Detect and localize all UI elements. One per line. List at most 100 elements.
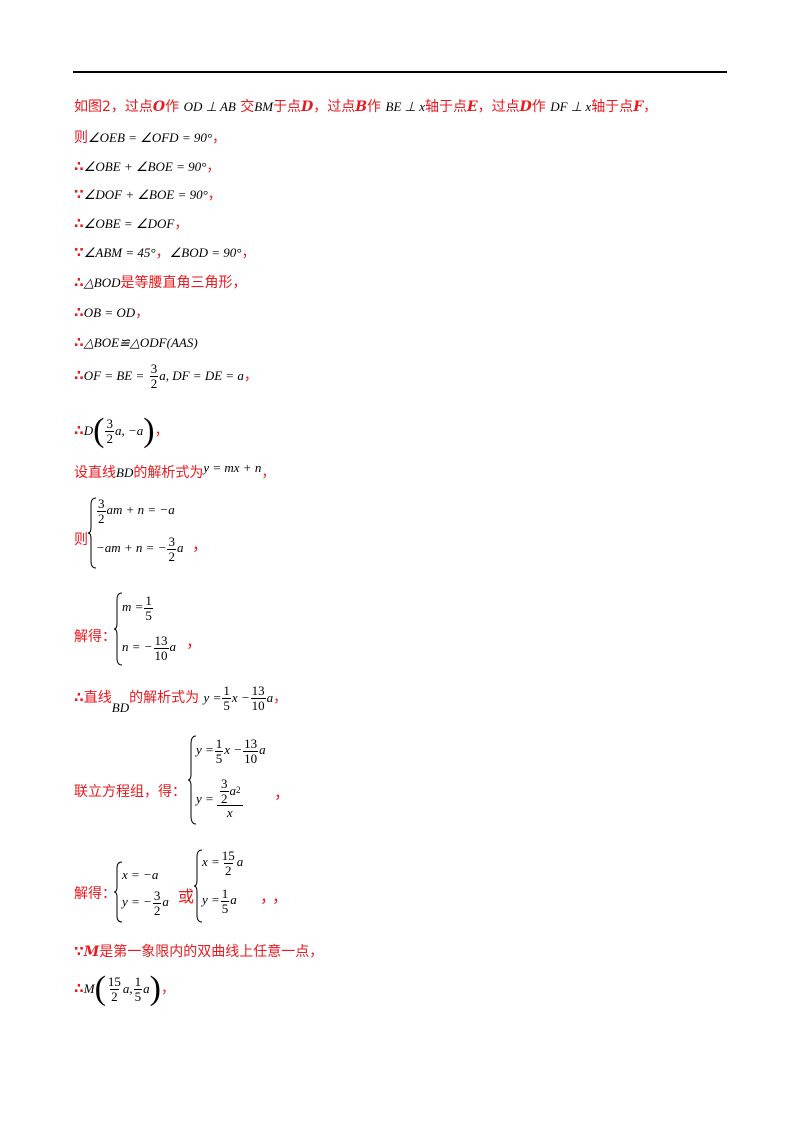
text: ， <box>243 368 258 385</box>
text: ， <box>154 423 169 439</box>
text: ，过点 <box>313 99 356 115</box>
line-5: ∴∠OBE = ∠DOF， <box>74 217 188 231</box>
text: ， <box>643 99 658 115</box>
therefore-symbol: ∴ <box>74 423 84 439</box>
math: ∠BOD = 90° <box>169 245 242 260</box>
line-4: ∵∠DOF + ∠BOE = 90°， <box>74 188 222 202</box>
therefore-symbol: ∴ <box>74 981 84 997</box>
text: ，， <box>260 887 293 906</box>
text: 轴于点 <box>424 99 467 115</box>
brace-icon <box>114 592 123 666</box>
point-o: O <box>152 99 166 115</box>
therefore-symbol: ∴ <box>74 305 84 321</box>
text: ， <box>206 159 221 175</box>
math: △BOD <box>83 275 121 290</box>
line-6: ∵∠ABM = 45°，∠BOD = 90°， <box>74 246 255 260</box>
math: BD <box>116 465 134 480</box>
header-rule <box>73 71 727 73</box>
line-7: ∴△BOD是等腰直角三角形， <box>74 276 246 290</box>
text: 或 <box>178 887 195 906</box>
math: ∠ABM = 45° <box>83 245 156 260</box>
therefore-symbol: ∴ <box>74 368 84 385</box>
line-2: 则∠OEB = ∠OFD = 90°， <box>74 131 226 145</box>
line-14: ∵M是第一象限内的双曲线上任意一点， <box>74 945 323 959</box>
line-8: ∴OB = OD， <box>74 306 149 320</box>
text: ， <box>274 783 291 802</box>
therefore-symbol: ∴ <box>74 275 84 291</box>
math: y = mx + n <box>203 460 262 475</box>
math: OF = BE = <box>83 368 145 384</box>
text: 直线 <box>83 690 112 707</box>
text: 则 <box>74 130 88 146</box>
left-paren: ( <box>93 412 105 449</box>
point-f: F <box>633 99 644 115</box>
text: 是第一象限内的双曲线上任意一点， <box>99 944 324 960</box>
text: 解得： <box>74 886 116 902</box>
math: ∠OBE = ∠DOF <box>83 216 175 231</box>
math: a <box>143 981 150 996</box>
therefore-symbol: ∴ <box>74 690 84 707</box>
text: 设直线 <box>74 465 116 481</box>
math: a, <box>122 981 133 996</box>
text: ， <box>192 535 209 554</box>
text: ， <box>241 245 256 261</box>
math: D <box>83 423 94 438</box>
system-row-1: x = −a <box>122 867 159 882</box>
line-3: ∴∠OBE + ∠BOE = 90°， <box>74 160 220 174</box>
point-d: D <box>519 99 532 115</box>
math: BD <box>111 700 130 716</box>
text: 如图2，过点 <box>74 99 153 115</box>
text: 解得： <box>74 629 116 645</box>
text: ， <box>212 130 227 146</box>
text: ， <box>186 632 203 651</box>
text: 作 <box>165 99 180 115</box>
point-e: E <box>466 99 478 115</box>
math: a <box>266 690 274 706</box>
math: y = <box>203 690 222 706</box>
math: x − <box>231 690 250 706</box>
text: 于点 <box>273 99 302 115</box>
therefore-symbol: ∴ <box>74 216 84 232</box>
text: ， <box>155 245 170 261</box>
math: ∠OBE + ∠BOE = 90° <box>83 159 207 174</box>
text: ， <box>261 465 276 481</box>
math: △BOE≌△ODF(AAS) <box>83 335 198 350</box>
right-paren: ) <box>143 412 155 449</box>
math: a, −a <box>114 423 144 438</box>
point-b: B <box>355 99 368 115</box>
therefore-symbol: ∴ <box>74 335 84 351</box>
line-1: 如图2，过点O作 OD ⊥ AB 交BM于点D，过点B作 BE ⊥ x轴于点E，… <box>74 100 657 114</box>
text: 则 <box>74 532 88 548</box>
left-paren: ( <box>94 970 106 1007</box>
math: BE ⊥ x <box>385 99 425 114</box>
text: 联立方程组，得： <box>74 784 186 800</box>
text: ， <box>174 216 189 232</box>
text: 是等腰直角三角形， <box>120 275 247 291</box>
math: M <box>83 981 95 996</box>
math: ∠DOF + ∠BOE = 90° <box>83 187 208 202</box>
because-symbol: ∵ <box>74 187 84 203</box>
math: OD ⊥ AB <box>183 99 236 114</box>
math: a, DF = DE = a <box>159 368 244 384</box>
text: ，过点 <box>477 99 520 115</box>
math: DF ⊥ x <box>550 99 592 114</box>
therefore-symbol: ∴ <box>74 159 84 175</box>
point-d: D <box>301 99 314 115</box>
math: ∠OEB = ∠OFD = 90° <box>88 130 213 145</box>
line-12: 设直线BD的解析式为y = mx + n， <box>74 461 276 481</box>
